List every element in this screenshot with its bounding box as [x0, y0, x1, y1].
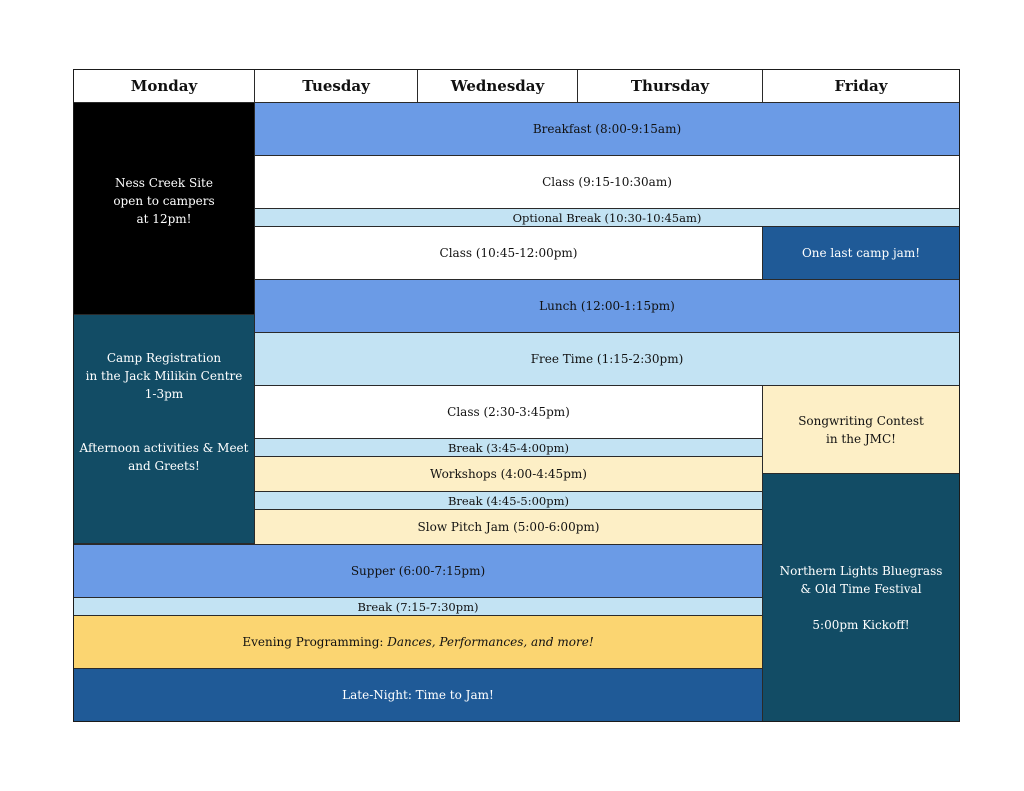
breakfast-label: Breakfast (8:00-9:15am) — [532, 122, 682, 136]
header-friday-label: Friday — [834, 77, 888, 95]
free-time-row: Free Time (1:15-2:30pm) — [254, 332, 960, 386]
class-morning-2-label: Class (10:45-12:00pm) — [439, 246, 578, 260]
optional-break-row: Optional Break (10:30-10:45am) — [254, 208, 960, 227]
header-wednesday-label: Wednesday — [450, 77, 545, 95]
break-2-row: Break (4:45-5:00pm) — [254, 491, 763, 510]
friday-songwriting-text: Songwriting Contest in the JMC! — [798, 413, 924, 446]
header-tuesday: Tuesday — [254, 69, 418, 103]
evening-programming-details: Dances, Performances, and more! — [387, 635, 594, 649]
class-afternoon-row: Class (2:30-3:45pm) — [254, 385, 763, 439]
class-morning-2-row: Class (10:45-12:00pm) — [254, 226, 763, 280]
late-night-row: Late-Night: Time to Jam! — [73, 668, 763, 722]
monday-registration-block: Camp Registration in the Jack Milikin Ce… — [73, 314, 255, 544]
header-tuesday-label: Tuesday — [302, 77, 370, 95]
header-monday: Monday — [73, 69, 255, 103]
class-afternoon-label: Class (2:30-3:45pm) — [447, 405, 570, 419]
lunch-row: Lunch (12:00-1:15pm) — [254, 279, 960, 333]
evening-programming-row: Evening Programming: Dances, Performance… — [73, 615, 763, 669]
friday-last-jam-block: One last camp jam! — [762, 226, 960, 280]
evening-programming-label: Evening Programming: Dances, Performance… — [242, 633, 593, 651]
supper-row: Supper (6:00-7:15pm) — [73, 544, 763, 598]
workshops-label: Workshops (4:00-4:45pm) — [430, 467, 587, 481]
monday-registration-text: Camp Registration in the Jack Milikin Ce… — [79, 351, 249, 473]
break-2-label: Break (4:45-5:00pm) — [447, 493, 569, 508]
slow-pitch-jam-label: Slow Pitch Jam (5:00-6:00pm) — [417, 520, 600, 534]
class-morning-1-label: Class (9:15-10:30am) — [542, 175, 672, 189]
header-thursday: Thursday — [577, 69, 763, 103]
workshops-row: Workshops (4:00-4:45pm) — [254, 456, 763, 492]
monday-arrival-text: Ness Creek Site open to campers at 12pm! — [113, 176, 215, 226]
header-thursday-label: Thursday — [630, 77, 710, 95]
break-1-row: Break (3:45-4:00pm) — [254, 438, 763, 457]
late-night-label: Late-Night: Time to Jam! — [342, 688, 494, 702]
break-1-label: Break (3:45-4:00pm) — [447, 440, 569, 455]
slow-pitch-jam-row: Slow Pitch Jam (5:00-6:00pm) — [254, 509, 763, 545]
breakfast-row: Breakfast (8:00-9:15am) — [254, 102, 960, 156]
monday-arrival-block: Ness Creek Site open to campers at 12pm! — [73, 102, 255, 315]
header-wednesday: Wednesday — [417, 69, 578, 103]
break-3-label: Break (7:15-7:30pm) — [357, 599, 479, 614]
header-monday-label: Monday — [130, 77, 198, 95]
optional-break-label: Optional Break (10:30-10:45am) — [512, 210, 702, 225]
friday-songwriting-block: Songwriting Contest in the JMC! — [762, 385, 960, 474]
header-friday: Friday — [762, 69, 960, 103]
friday-festival-text: Northern Lights Bluegrass & Old Time Fes… — [779, 563, 943, 632]
friday-last-jam-label: One last camp jam! — [801, 246, 921, 260]
friday-festival-block: Northern Lights Bluegrass & Old Time Fes… — [762, 473, 960, 722]
lunch-label: Lunch (12:00-1:15pm) — [539, 299, 675, 313]
supper-label: Supper (6:00-7:15pm) — [350, 564, 486, 578]
evening-programming-prefix: Evening Programming: — [242, 635, 388, 649]
class-morning-1-row: Class (9:15-10:30am) — [254, 155, 960, 209]
break-3-row: Break (7:15-7:30pm) — [73, 597, 763, 616]
free-time-label: Free Time (1:15-2:30pm) — [530, 352, 684, 366]
